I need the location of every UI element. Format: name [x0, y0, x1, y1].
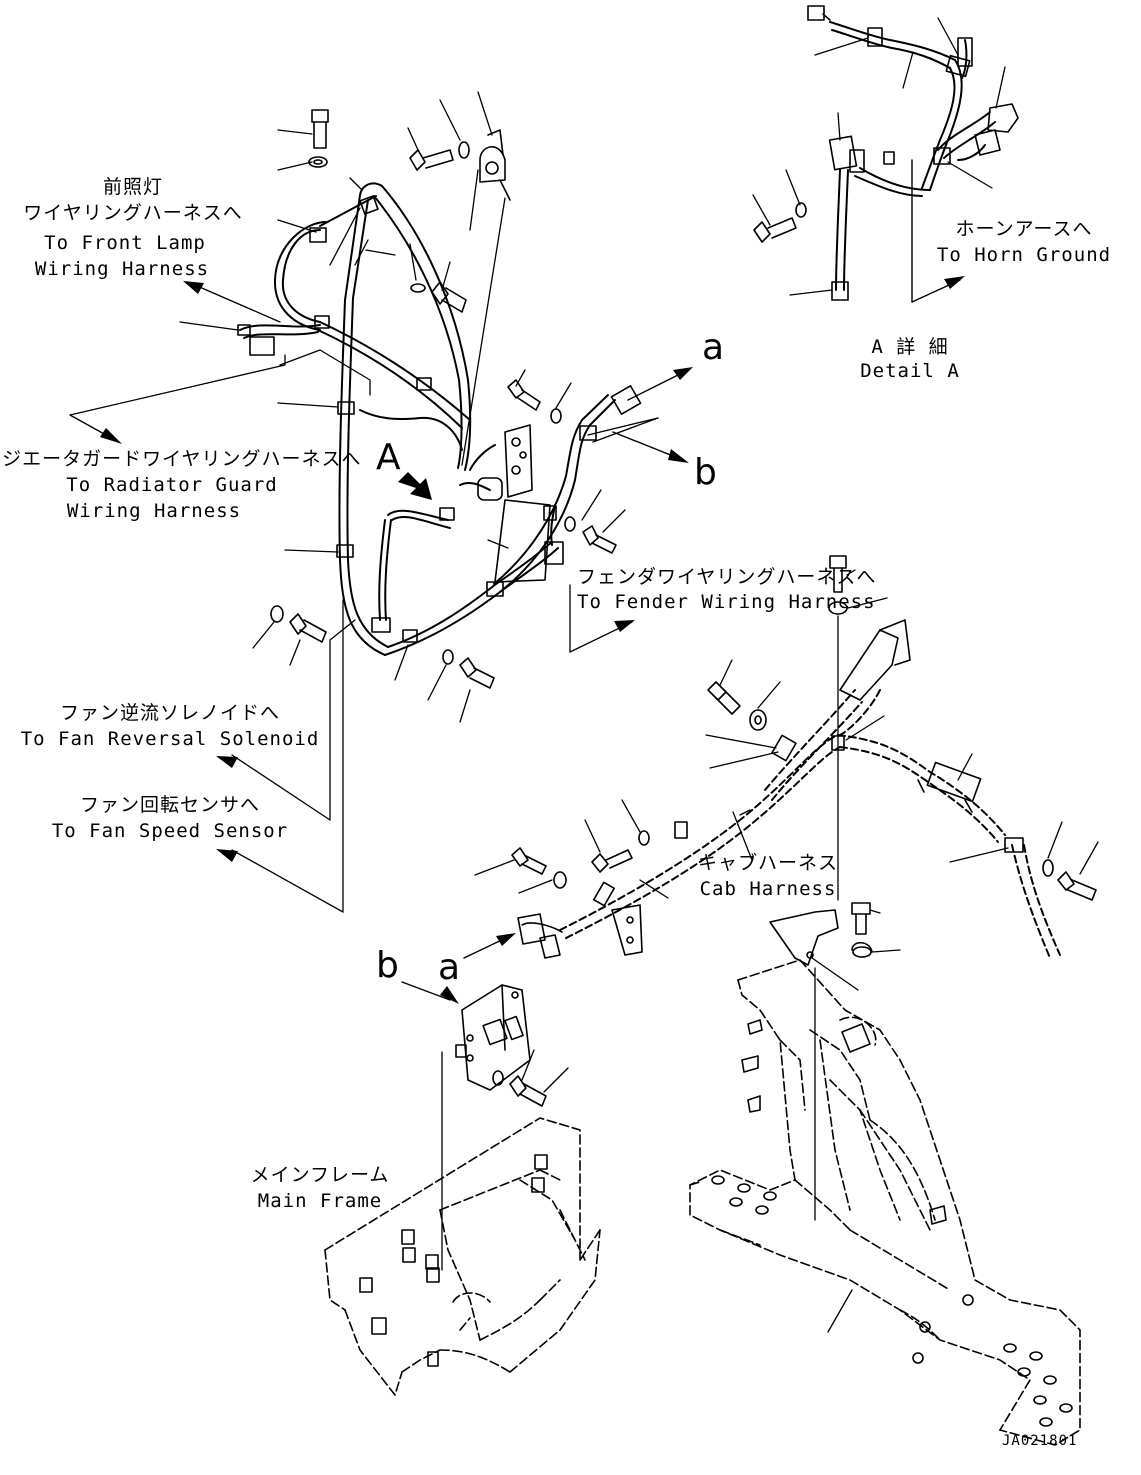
callout-arrow-shafts [402, 160, 960, 1000]
front-lamp-label-jp: 前照灯 [102, 176, 164, 198]
fender-label-jp: フェンダワイヤリングハーネスへ [577, 566, 877, 588]
drawing-code: JA021801 [1002, 1433, 1078, 1449]
leader-lines-middle [442, 570, 1098, 1270]
detail-ref-A: A [376, 437, 401, 478]
main-frame-label-jp: メインフレーム [250, 1164, 390, 1186]
ref-b-bottom: b [376, 945, 399, 986]
fan-speed-label-jp: ファン回転センサへ [79, 794, 261, 816]
main-frame-left [325, 1118, 600, 1395]
main-frame-left-bosses [360, 1155, 547, 1366]
main-frame-right [690, 960, 1080, 1445]
fan-reversal-label-en: To Fan Reversal Solenoid [20, 728, 320, 750]
horn-label-jp: ホーンアースへ [955, 218, 1093, 240]
fan-reversal-label-jp: ファン逆流ソレノイドへ [59, 702, 281, 724]
front-lamp-label-en2: Wiring Harness [34, 258, 210, 280]
callout-arrowheads [100, 276, 965, 1004]
detail-a-parts [754, 6, 1018, 300]
leader-lines-bottom [828, 1290, 852, 1332]
detail-arrow-icon [398, 472, 432, 500]
ref-a-top: a [702, 327, 725, 368]
main-frame-right-holes [712, 1020, 1072, 1426]
front-lamp-label-jp2: ワイヤリングハーネスへ [23, 202, 243, 224]
ref-b-top: b [694, 452, 717, 493]
front-harness [240, 183, 615, 655]
detail-a-harness [830, 22, 995, 290]
main-frame-label-en: Main Frame [257, 1190, 383, 1212]
front-lamp-label-en1: To Front Lamp [44, 232, 206, 254]
fan-speed-label-en: To Fan Speed Sensor [51, 820, 289, 842]
radiator-label-jp: ラジエータガードワイヤリングハーネスへ [0, 448, 362, 470]
bolts-upper-left [271, 110, 847, 688]
cab-harness-label-jp: キャブハーネス [697, 852, 839, 874]
leader-lines-upper-left [180, 92, 658, 722]
detail-a-label-jp: A 詳 細 [871, 336, 949, 358]
detail-a-leaders [753, 18, 1005, 295]
fender-label-en: To Fender Wiring Harness [577, 591, 876, 613]
ref-a-bottom: a [438, 947, 461, 988]
bolts-middle [493, 682, 1096, 1106]
detail-a-label-en: Detail A [860, 360, 960, 382]
radiator-label-en1: To Radiator Guard [66, 474, 278, 496]
horn-label-en: To Horn Ground [936, 244, 1112, 266]
cab-harness-label-en: Cab Harness [699, 878, 837, 900]
sensor-top [480, 130, 510, 200]
radiator-label-en2: Wiring Harness [66, 500, 242, 522]
radiator-bracket [495, 425, 550, 582]
